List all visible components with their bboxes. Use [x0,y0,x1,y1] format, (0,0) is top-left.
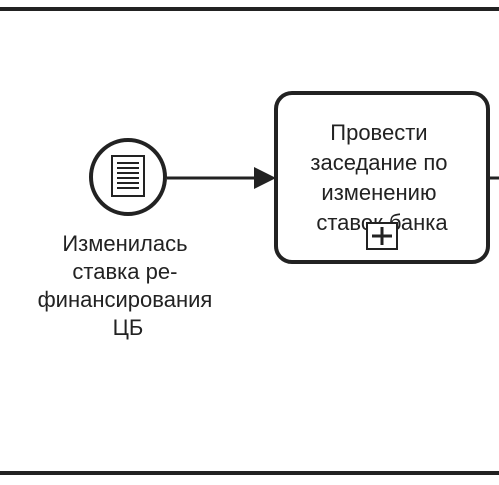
start-event-label-line-3: финансирования [38,287,213,312]
subprocess-task-box[interactable] [274,91,490,264]
subprocess-task[interactable]: Провести заседание по изменению ставок б… [274,91,490,264]
sequence-flow-arrowhead [254,167,276,189]
start-event-label-line-1: Изменилась [62,231,187,256]
subprocess-task-label: Провести заседание по изменению ставок б… [310,120,453,235]
start-event-label: Изменилась ставка ре- финансирования ЦБ [38,231,219,340]
subprocess-task-label-line-2: заседание по [310,150,447,175]
document-lines-icon [111,155,145,197]
start-event-label-line-4: ЦБ [113,315,144,340]
subprocess-task-label-line-1: Провести [330,120,427,145]
start-event-label-line-2: ставка ре- [72,259,177,284]
start-event[interactable] [89,138,167,216]
subprocess-task-label-line-3: изменению [321,180,436,205]
plus-icon[interactable] [366,222,398,250]
